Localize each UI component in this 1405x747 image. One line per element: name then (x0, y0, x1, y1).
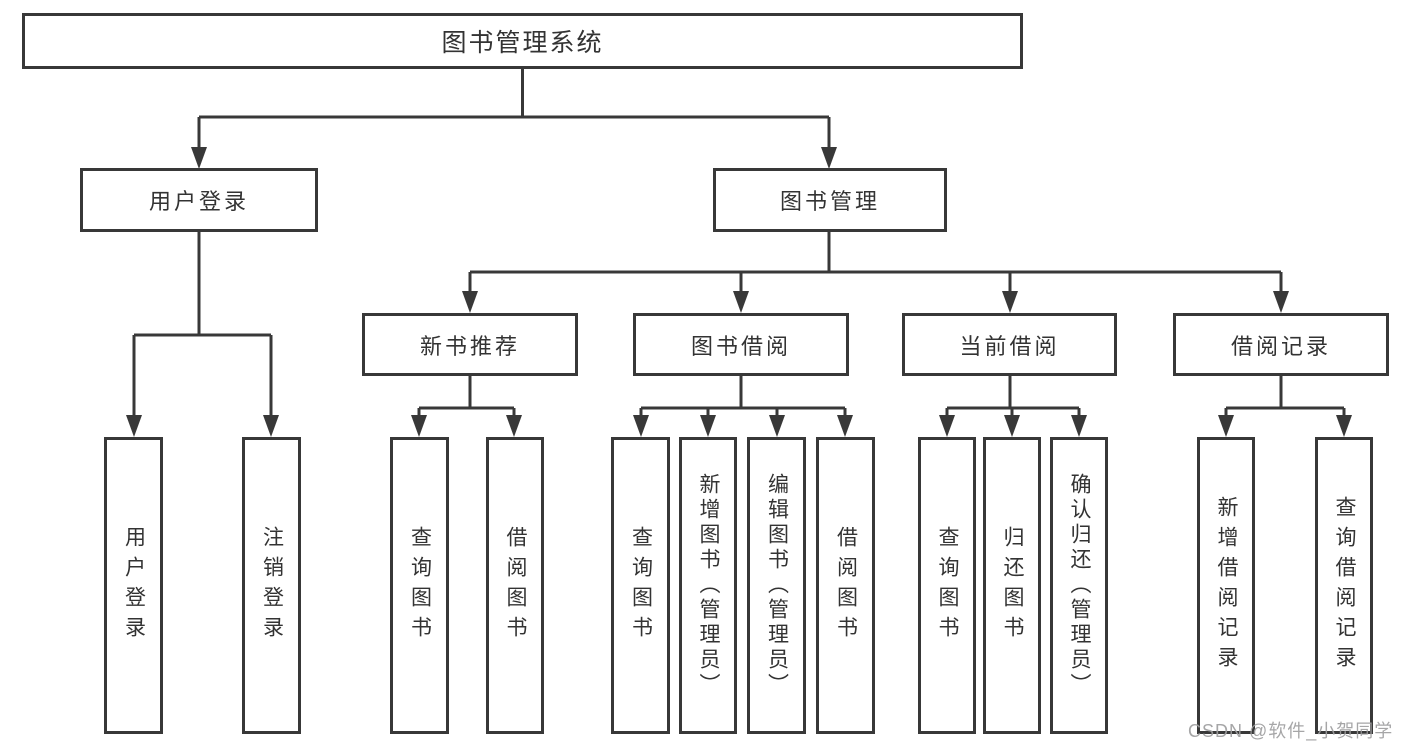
node-label: 图书借阅 (690, 333, 791, 359)
node-library-management-system: 图书管理系统 (22, 13, 1023, 69)
node-label: 图书管理系统 (441, 29, 604, 57)
leaf-current-query-books: 查询图书 (918, 437, 976, 734)
leaf-label: 用户登录 (122, 525, 146, 646)
node-borrowing-records: 借阅记录 (1173, 313, 1389, 376)
node-current-borrowing: 当前借阅 (902, 313, 1117, 376)
leaf-label: 确认归还（管理员） (1068, 473, 1091, 698)
leaf-label: 借阅图书 (504, 525, 527, 646)
leaf-label: 编辑图书（管理员） (765, 473, 789, 698)
leaf-label: 借阅图书 (834, 525, 858, 646)
leaf-label: 归还图书 (1001, 525, 1024, 646)
leaf-borrowing-add-books-admin: 新增图书（管理员） (679, 437, 737, 734)
node-book-borrowing: 图书借阅 (633, 313, 849, 376)
node-label: 图书管理 (779, 189, 880, 214)
leaf-current-confirm-return-admin: 确认归还（管理员） (1050, 437, 1108, 734)
leaf-borrowing-query-books: 查询图书 (611, 437, 670, 734)
leaf-label: 新增图书（管理员） (697, 473, 720, 698)
node-new-book-recommend: 新书推荐 (362, 313, 578, 376)
node-label: 借阅记录 (1230, 333, 1331, 359)
leaf-label: 查询图书 (408, 525, 432, 646)
leaf-label: 查询图书 (629, 525, 653, 646)
leaf-label: 查询图书 (936, 525, 959, 646)
leaf-logout-login: 注销登录 (242, 437, 301, 734)
leaf-newbook-borrow-books: 借阅图书 (486, 437, 544, 734)
leaf-records-add-borrow-record: 新增借阅记录 (1197, 437, 1255, 734)
leaf-user-login: 用户登录 (104, 437, 163, 734)
leaf-label: 注销登录 (260, 525, 284, 646)
csdn-watermark: CSDN @软件_小贺同学 (1188, 721, 1394, 741)
leaf-borrowing-borrow-books: 借阅图书 (816, 437, 875, 734)
node-book-management: 图书管理 (713, 168, 947, 232)
leaf-label: 新增借阅记录 (1215, 495, 1238, 676)
leaf-newbook-query-books: 查询图书 (390, 437, 449, 734)
node-label: 用户登录 (148, 189, 249, 214)
node-user-login: 用户登录 (80, 168, 318, 232)
leaf-borrowing-edit-books-admin: 编辑图书（管理员） (747, 437, 806, 734)
leaf-current-return-books: 归还图书 (983, 437, 1041, 734)
node-label: 当前借阅 (959, 333, 1060, 359)
leaf-label: 查询借阅记录 (1333, 495, 1356, 676)
leaf-records-query-borrow-record: 查询借阅记录 (1315, 437, 1373, 734)
node-label: 新书推荐 (419, 333, 520, 359)
